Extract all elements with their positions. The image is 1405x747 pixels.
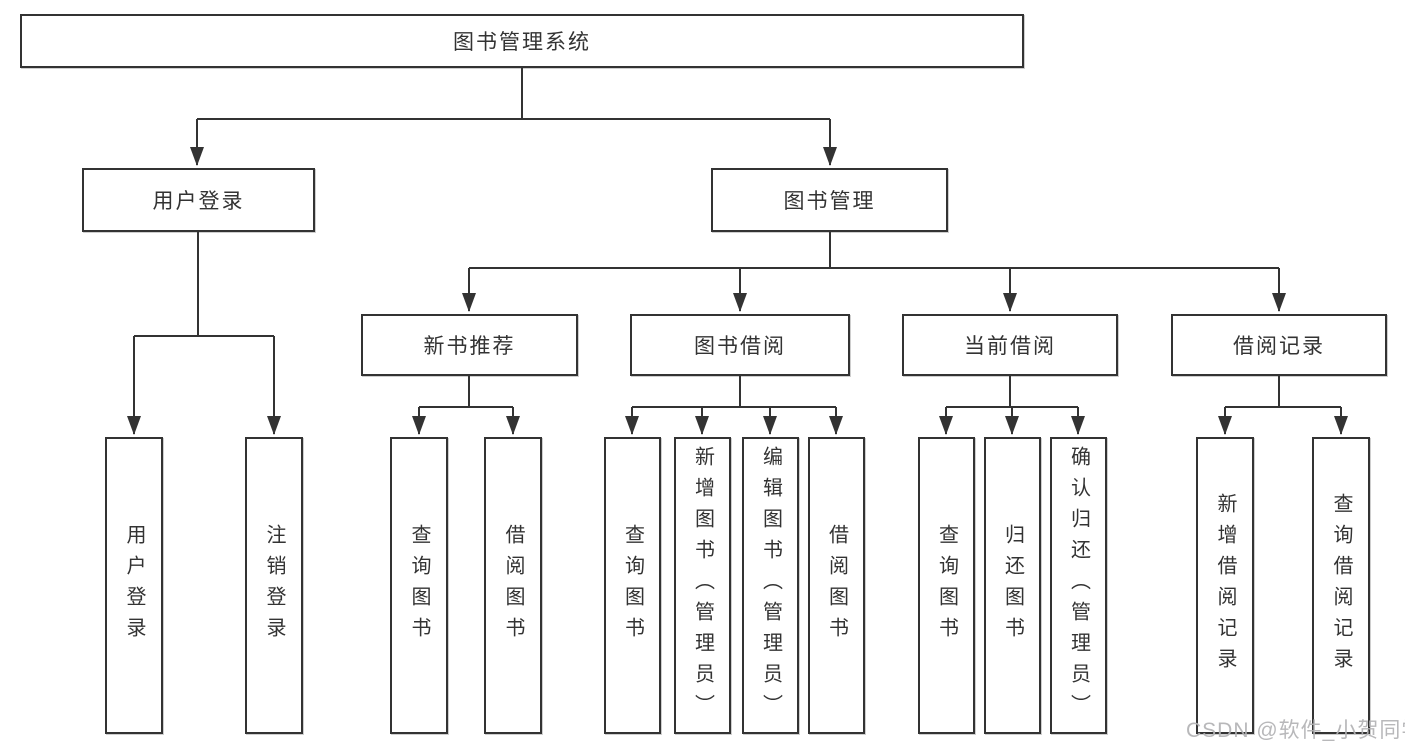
leaf-logout: 注销登录 bbox=[245, 437, 303, 734]
leaf-query-book-borrow: 查询图书 bbox=[604, 437, 661, 734]
node-new-book-recommend: 新书推荐 bbox=[361, 314, 578, 376]
leaf-user-login: 用户登录 bbox=[105, 437, 163, 734]
leaf-borrow-book-recommend: 借阅图书 bbox=[484, 437, 542, 734]
node-root-system: 图书管理系统 bbox=[20, 14, 1024, 68]
node-current-borrow: 当前借阅 bbox=[902, 314, 1118, 376]
leaf-query-book-current: 查询图书 bbox=[918, 437, 975, 734]
leaf-query-book-recommend: 查询图书 bbox=[390, 437, 448, 734]
node-book-borrow: 图书借阅 bbox=[630, 314, 850, 376]
csdn-watermark: CSDN @软件_小贺同学 bbox=[1186, 719, 1405, 742]
leaf-add-book-admin: 新增图书（管理员） bbox=[674, 437, 731, 734]
node-user-login: 用户登录 bbox=[82, 168, 315, 232]
leaf-query-borrow-record: 查询借阅记录 bbox=[1312, 437, 1370, 734]
leaf-return-book: 归还图书 bbox=[984, 437, 1041, 734]
leaf-edit-book-admin: 编辑图书（管理员） bbox=[742, 437, 799, 734]
node-borrow-records: 借阅记录 bbox=[1171, 314, 1387, 376]
leaf-confirm-return-admin: 确认归还（管理员） bbox=[1050, 437, 1107, 734]
leaf-borrow-book: 借阅图书 bbox=[808, 437, 865, 734]
leaf-add-borrow-record: 新增借阅记录 bbox=[1196, 437, 1254, 734]
node-book-management: 图书管理 bbox=[711, 168, 948, 232]
